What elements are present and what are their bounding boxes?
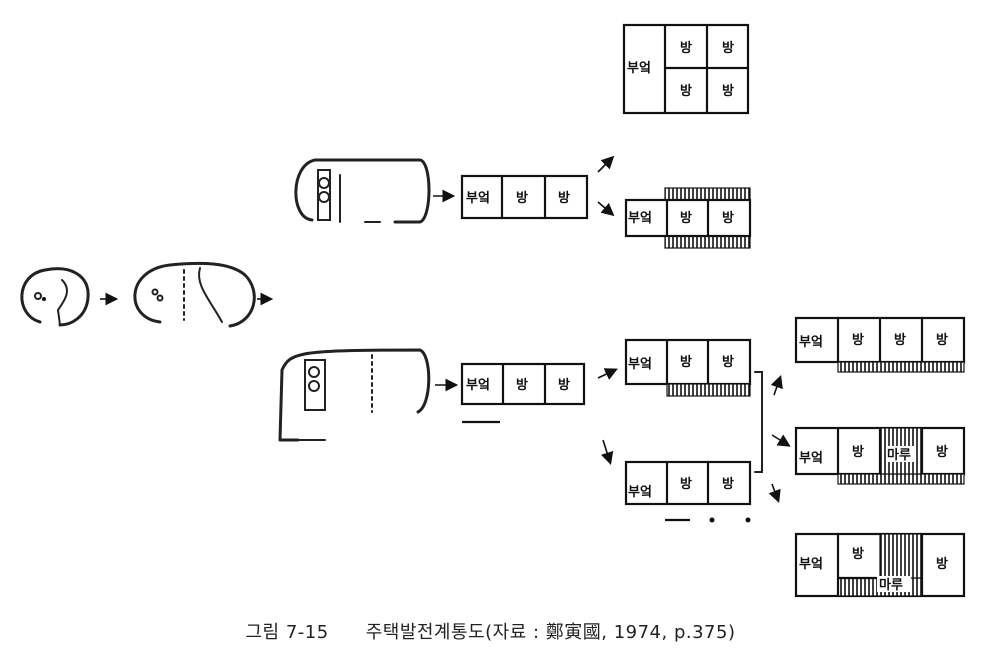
arrow <box>770 374 783 396</box>
arrow <box>597 155 615 173</box>
label-room: 방 <box>852 444 864 460</box>
label-kitchen: 부엌 <box>627 61 651 76</box>
arrow <box>597 201 615 217</box>
label-room: 방 <box>852 546 864 562</box>
arrow <box>597 368 618 380</box>
label-room: 방 <box>936 444 948 460</box>
label-room: 방 <box>722 40 734 56</box>
label-room: 방 <box>680 40 692 56</box>
arrow <box>600 439 614 466</box>
label-kitchen: 부엌 <box>799 335 823 350</box>
plan-kitchen-3rooms: 부엌 방 방 방 <box>794 316 966 373</box>
stage-rect-hut-lower <box>278 348 431 442</box>
label-room: 방 <box>680 354 692 370</box>
stage-rect-hut-upper <box>294 158 431 224</box>
label-hall: 마루 <box>887 447 911 463</box>
plan-kitchen-2rooms-lower: 부엌 방 방 <box>624 460 752 523</box>
plan-3bay-lower: 부엌 방 방 <box>460 362 586 424</box>
label-room: 방 <box>558 377 570 393</box>
label-kitchen: 부엌 <box>799 557 823 572</box>
label-room: 방 <box>936 332 948 348</box>
label-room: 방 <box>516 190 528 206</box>
plan-kitchen-4rooms: 부엌 방 방 방 방 <box>622 23 750 115</box>
plan-kitchen-large-maru: 부엌 방 마루 방 <box>794 532 966 598</box>
label-room: 방 <box>722 83 734 99</box>
plan-3bay-upper: 부엌 방 방 <box>460 174 589 220</box>
label-room: 방 <box>894 332 906 348</box>
stage-double-oval <box>133 261 256 328</box>
label-room: 방 <box>722 476 734 492</box>
plan-kitchen-2rooms-veranda: 부엌 방 방 <box>624 187 752 249</box>
label-kitchen: 부엌 <box>799 451 823 466</box>
label-room: 방 <box>852 332 864 348</box>
label-kitchen: 부엌 <box>628 211 652 226</box>
plan-kitchen-2rooms-strip: 부엌 방 방 <box>624 338 752 397</box>
label-room: 방 <box>680 210 692 226</box>
label-room: 방 <box>680 83 692 99</box>
label-room: 방 <box>936 556 948 572</box>
figure-caption: 그림 7-15 주택발전계통도(자료 : 鄭寅國, 1974, p.375) <box>245 622 736 643</box>
arrow <box>768 483 781 503</box>
label-room: 방 <box>516 377 528 393</box>
label-room: 방 <box>558 190 570 206</box>
label-hall: 마루 <box>879 577 903 593</box>
label-room: 방 <box>722 210 734 226</box>
label-kitchen: 부엌 <box>628 357 652 372</box>
label-kitchen: 부엌 <box>466 378 490 393</box>
stage-oval-hut <box>20 267 90 327</box>
plan-kitchen-rooms-maru: 부엌 방 마루 방 <box>794 426 966 485</box>
label-kitchen: 부엌 <box>466 191 490 206</box>
label-room: 방 <box>680 476 692 492</box>
label-kitchen: 부엌 <box>628 485 652 500</box>
label-room: 방 <box>722 354 734 370</box>
bracket <box>754 371 763 473</box>
arrow <box>771 434 791 447</box>
